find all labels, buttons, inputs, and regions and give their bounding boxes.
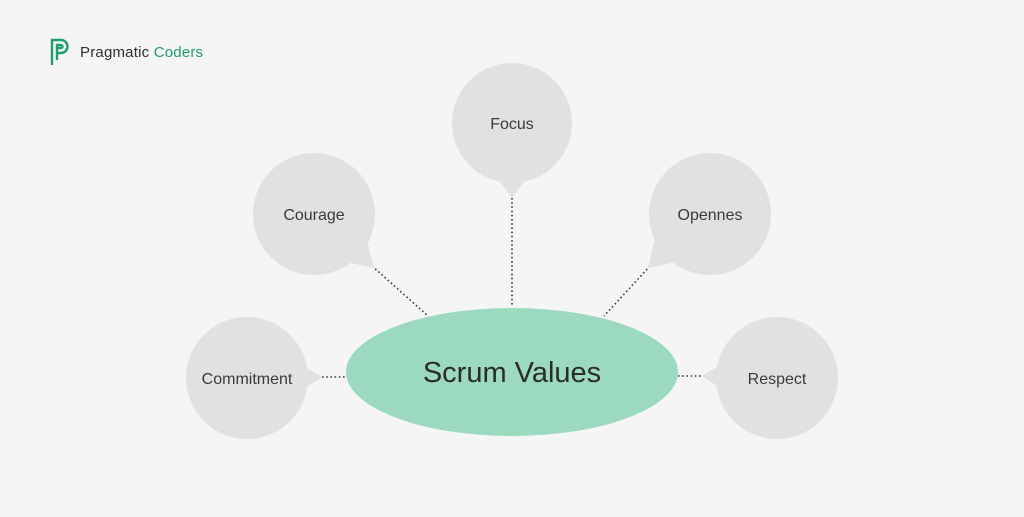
brand-logo[interactable]: Pragmatic Coders (50, 38, 203, 66)
value-label-respect: Respect (748, 371, 807, 388)
bubble-courage: Courage (253, 153, 375, 275)
brand-name: Pragmatic Coders (80, 44, 203, 61)
value-label-opennes: Opennes (678, 207, 743, 224)
center-node: Scrum Values (346, 308, 678, 436)
center-label: Scrum Values (423, 357, 601, 389)
connector-courage (371, 265, 429, 317)
bubble-opennes: Opennes (648, 153, 771, 275)
value-label-commitment: Commitment (202, 371, 293, 388)
brand-word-2: Coders (153, 43, 204, 61)
connector-opennes (603, 265, 651, 317)
brand-word-1: Pragmatic (80, 43, 150, 61)
bubble-respect: Respect (702, 317, 838, 439)
value-label-courage: Courage (283, 207, 344, 224)
bubble-focus: Focus (452, 63, 572, 198)
bubble-commitment: Commitment (186, 317, 322, 439)
value-label-focus: Focus (490, 116, 534, 133)
brand-logo-icon (50, 38, 69, 65)
